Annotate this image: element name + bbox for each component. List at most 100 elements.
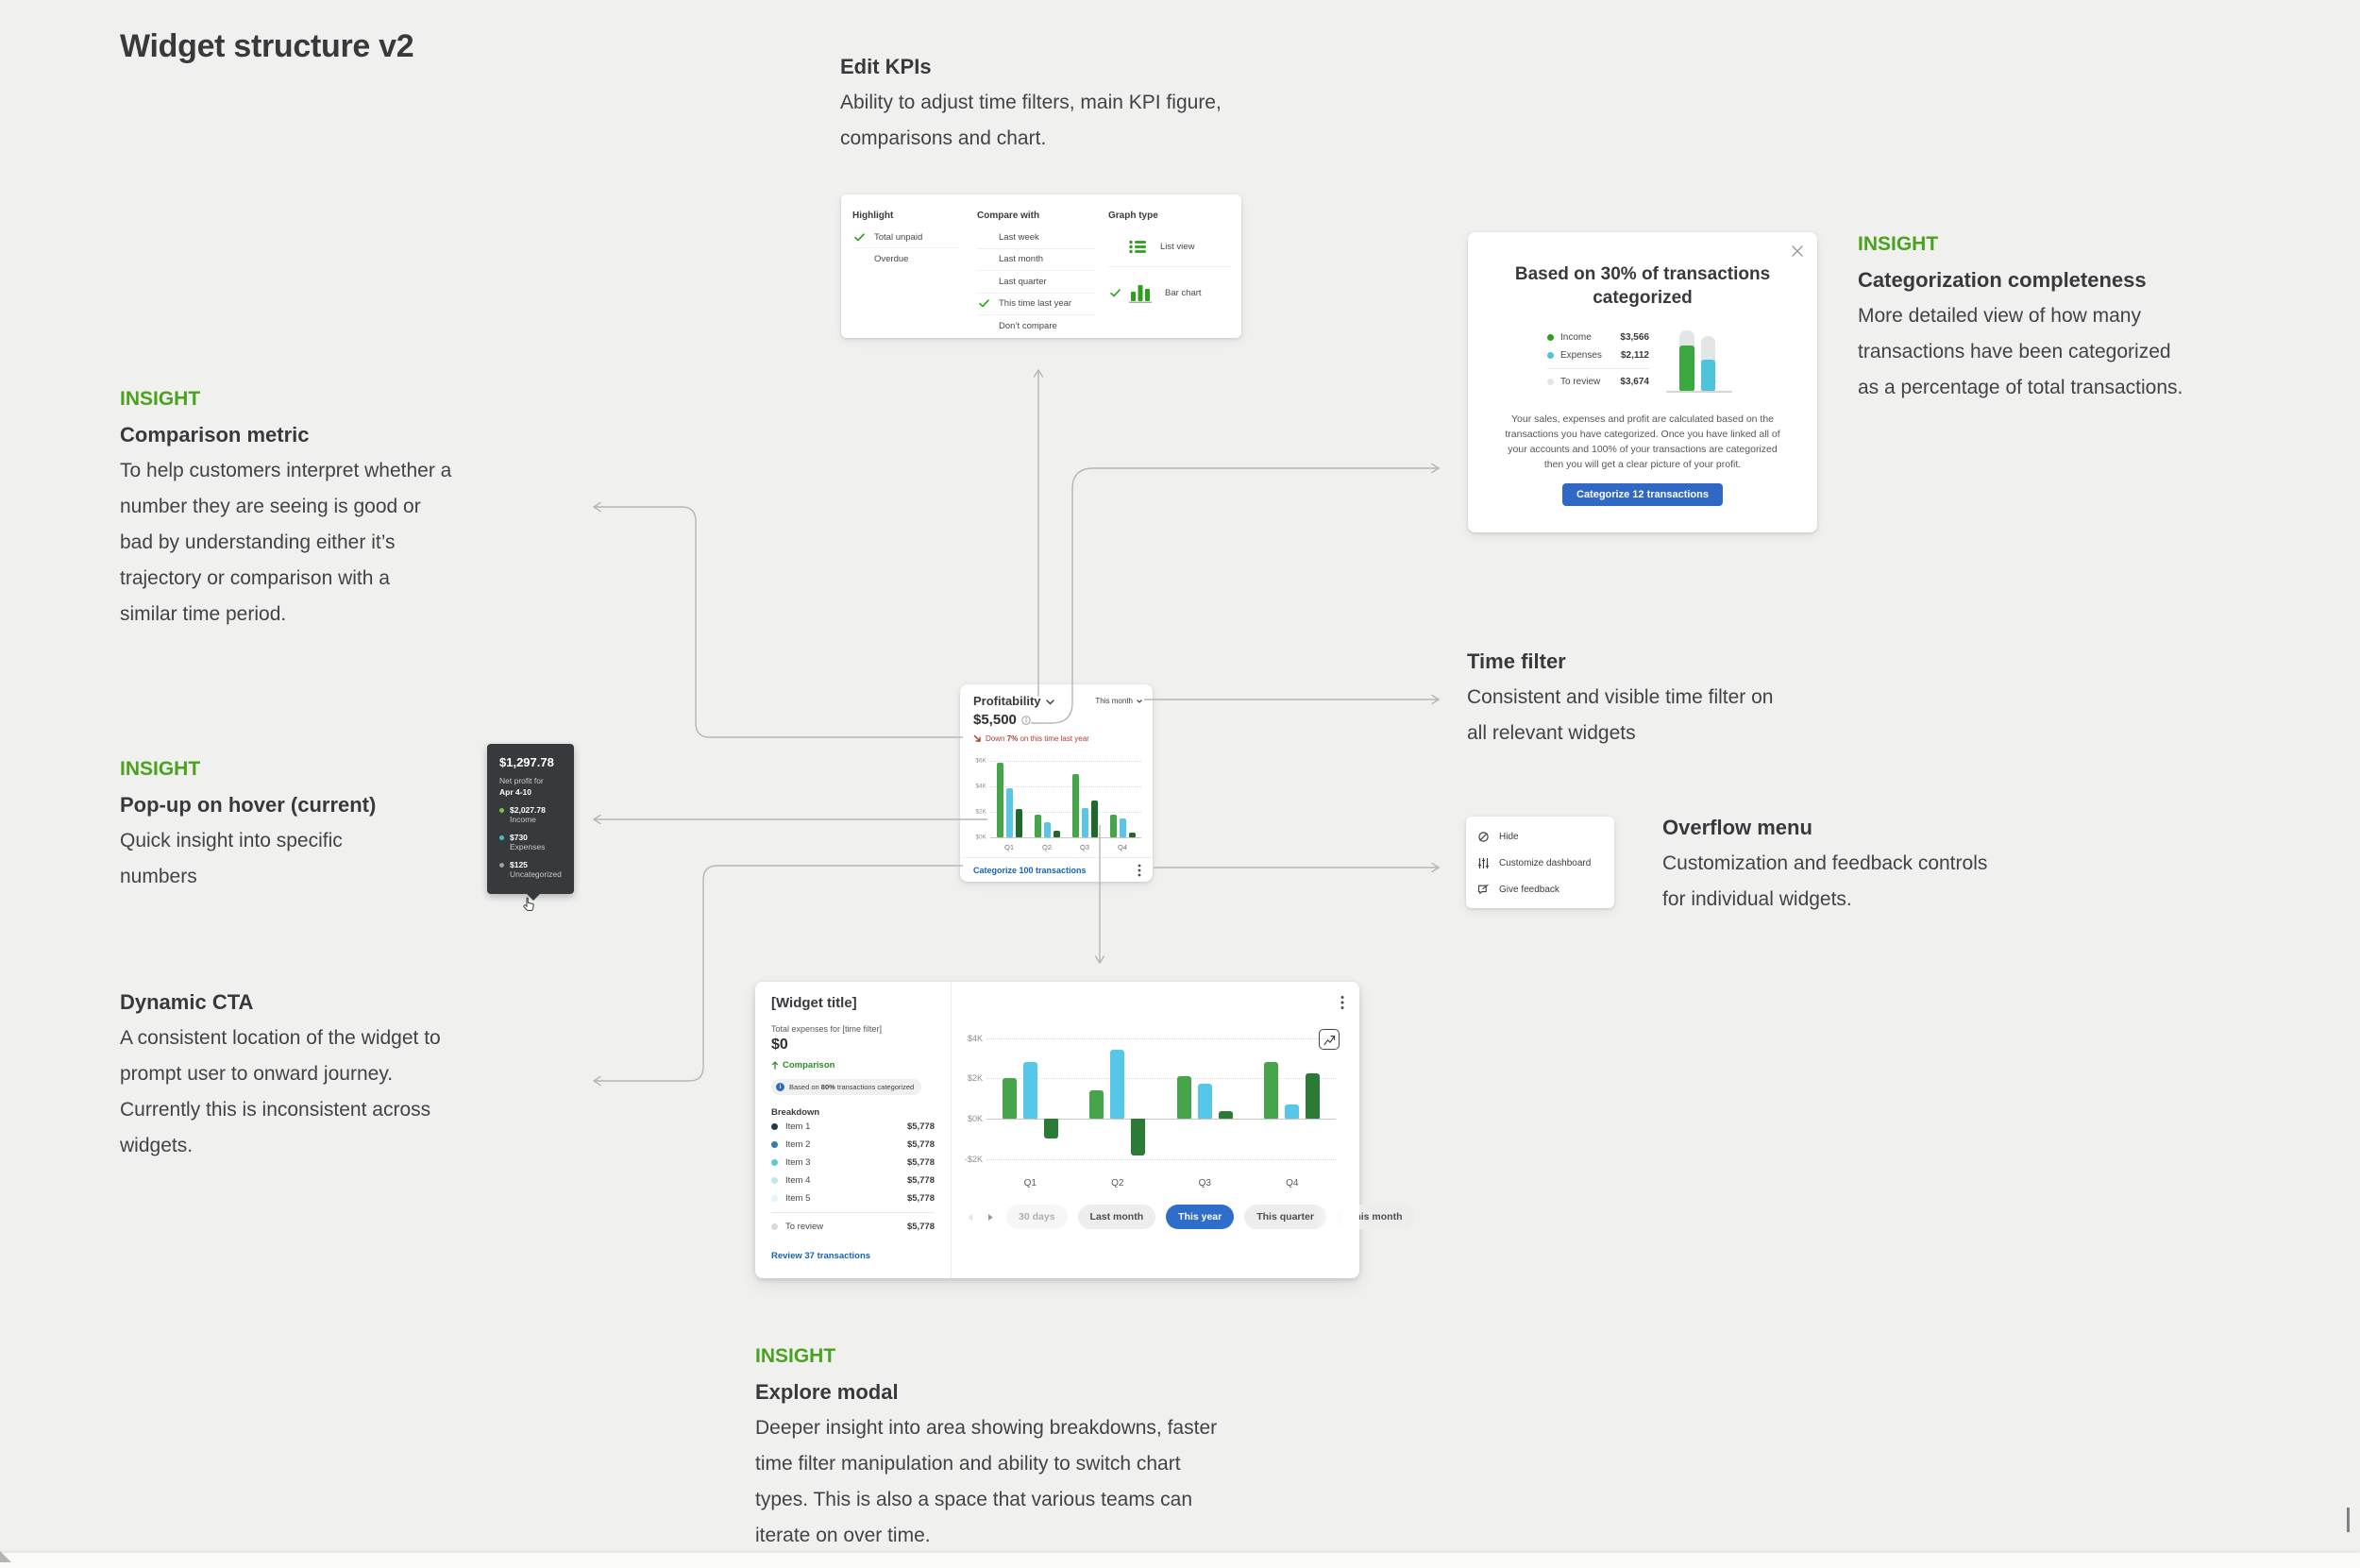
badge-text: Based on 80% transactions categorized — [789, 1083, 915, 1091]
option-last-quarter[interactable]: Last quarter — [977, 271, 1096, 294]
tooltip-value: $730 — [510, 833, 528, 842]
legend-row-income: Income $3,566 — [1547, 329, 1649, 346]
pill-this-quarter[interactable]: This quarter — [1244, 1205, 1326, 1229]
annotation-popup-title: Pop-up on hover (current) — [120, 793, 377, 817]
uncategorized-dot — [499, 863, 504, 868]
option-label: Last week — [999, 231, 1039, 243]
option-label: Don’t compare — [999, 320, 1057, 331]
annotation-overflow-title: Overflow menu — [1662, 816, 1812, 839]
info-icon: i — [776, 1083, 784, 1091]
legend-label: Income — [1560, 332, 1592, 343]
menu-item-customize-dashboard[interactable]: Customize dashboard — [1466, 850, 1614, 876]
annotation-line: Consistent and visible time filter on — [1467, 686, 1774, 708]
item-value: $5,778 — [906, 1193, 935, 1204]
option-bar-chart[interactable]: Bar chart — [1108, 267, 1231, 318]
tooltip-value: $2,027.78 — [510, 805, 546, 815]
legend-label: Expenses — [1560, 350, 1602, 361]
option-label: Last quarter — [999, 276, 1047, 287]
item-value: $5,778 — [906, 1222, 935, 1232]
option-last-month[interactable]: Last month — [977, 249, 1096, 271]
menu-item-label: Give feedback — [1499, 884, 1559, 895]
tooltip-total: $1,297.78 — [499, 755, 554, 769]
tooltip-label: Uncategorized — [510, 869, 562, 879]
hide-icon — [1478, 831, 1489, 842]
breakdown-row: Item 1 $5,778 — [771, 1118, 935, 1136]
option-this-time-last-year[interactable]: This time last year — [977, 294, 1096, 315]
annotation-line: comparisons and chart. — [840, 127, 1047, 149]
body-line: transactions you have categorized. Once … — [1505, 429, 1780, 440]
insight-tag: INSIGHT — [1858, 233, 1939, 255]
breakdown-divider — [771, 1212, 935, 1213]
pills-next-icon[interactable] — [986, 1211, 996, 1223]
item-dot — [771, 1195, 778, 1202]
time-filter-pills: 30 days Last month This year This quarte… — [965, 1205, 1415, 1229]
item-dot — [771, 1123, 778, 1130]
option-total-unpaid[interactable]: Total unpaid — [852, 227, 958, 248]
annotation-line: all relevant widgets — [1467, 722, 1636, 744]
annotation-line: bad by understanding either it’s — [120, 531, 396, 553]
pill-this-month[interactable]: This month — [1336, 1205, 1415, 1229]
tooltip-caption: Net profit for — [499, 776, 544, 785]
legend-value: $3,566 — [1620, 332, 1649, 343]
breakdown-header: Breakdown — [771, 1107, 820, 1118]
explore-kpi: $0 — [771, 1037, 788, 1053]
option-dont-compare[interactable]: Don’t compare — [977, 315, 1096, 337]
chart-type-toggle-button[interactable] — [1319, 1029, 1340, 1050]
widget-footer: Categorize 100 transactions — [960, 857, 1153, 882]
item-value: $5,778 — [906, 1139, 935, 1150]
widget-title-dropdown[interactable]: Profitability — [973, 694, 1041, 708]
option-overdue[interactable]: Overdue — [852, 248, 958, 269]
pill-this-year[interactable]: This year — [1166, 1205, 1235, 1229]
option-list-view[interactable]: List view — [1108, 227, 1231, 267]
annotation-edit-kpis-title: Edit KPIs — [840, 55, 932, 78]
pills-prev-icon[interactable] — [965, 1211, 975, 1223]
menu-item-give-feedback[interactable]: Give feedback — [1466, 876, 1614, 902]
annotation-line: A consistent location of the widget to — [120, 1027, 441, 1049]
tooltip-value: $125 — [510, 860, 528, 869]
time-filter-value: This month — [1095, 697, 1133, 705]
kebab-menu-icon[interactable] — [1339, 993, 1346, 1012]
legend-divider — [1547, 368, 1649, 369]
breakdown-row: Item 5 $5,778 — [771, 1189, 935, 1207]
pill-last-month[interactable]: Last month — [1077, 1205, 1156, 1229]
body-line: Your sales, expenses and profit are calc… — [1510, 413, 1775, 425]
compare-with-column: Compare with Last week Last month Last q… — [977, 206, 1096, 337]
close-icon[interactable] — [1790, 244, 1805, 259]
bar-chart-icon — [1129, 285, 1152, 303]
info-icon[interactable] — [1021, 715, 1031, 725]
categorize-transactions-link[interactable]: Categorize 100 transactions — [973, 865, 1087, 875]
widget-time-filter-dropdown[interactable]: This month — [1095, 697, 1142, 705]
legend-row-expenses: Expenses $2,112 — [1547, 346, 1649, 364]
categorization-card: Based on 30% of transactions categorized… — [1468, 232, 1817, 532]
compare-with-header: Compare with — [977, 211, 1040, 221]
highlight-header: Highlight — [852, 211, 894, 221]
option-label: Total unpaid — [874, 231, 923, 243]
annotation-line: types. This is also a space that various… — [755, 1489, 1193, 1510]
tooltip-label: Income — [510, 815, 536, 824]
kebab-menu-icon[interactable] — [1136, 862, 1143, 879]
item-label: Item 1 — [785, 1121, 811, 1132]
insight-tag: INSIGHT — [755, 1345, 836, 1367]
review-transactions-link[interactable]: Review 37 transactions — [771, 1251, 871, 1261]
annotation-dynamic-cta: Dynamic CTA A consistent location of the… — [120, 985, 441, 1164]
overflow-menu: Hide Customize dashboard Give feedback — [1466, 817, 1614, 908]
widget-header: Profitability This month — [973, 694, 1142, 708]
tooltip-row-uncategorized: $125 Uncategorized — [499, 860, 574, 880]
menu-item-hide[interactable]: Hide — [1466, 823, 1614, 850]
expenses-dot — [499, 835, 504, 840]
annotation-explore-title: Explore modal — [755, 1380, 899, 1404]
page-title: Widget structure v2 — [120, 28, 414, 64]
pill-30-days[interactable]: 30 days — [1006, 1205, 1068, 1229]
chevron-down-icon — [1137, 699, 1142, 703]
option-label: List view — [1160, 241, 1195, 252]
annotation-line: similar time period. — [120, 603, 287, 625]
body-line: then you will get a clear picture of you… — [1543, 459, 1742, 470]
annotation-line: Quick insight into specific — [120, 830, 343, 851]
categorize-transactions-button[interactable]: Categorize 12 transactions — [1562, 483, 1723, 506]
highlight-column: Highlight Total unpaid Overdue — [852, 206, 958, 269]
annotation-line: iterate on over time. — [755, 1525, 931, 1546]
kpi-value: $5,500 — [973, 712, 1017, 728]
option-label: Last month — [999, 254, 1043, 265]
option-last-week[interactable]: Last week — [977, 227, 1096, 249]
